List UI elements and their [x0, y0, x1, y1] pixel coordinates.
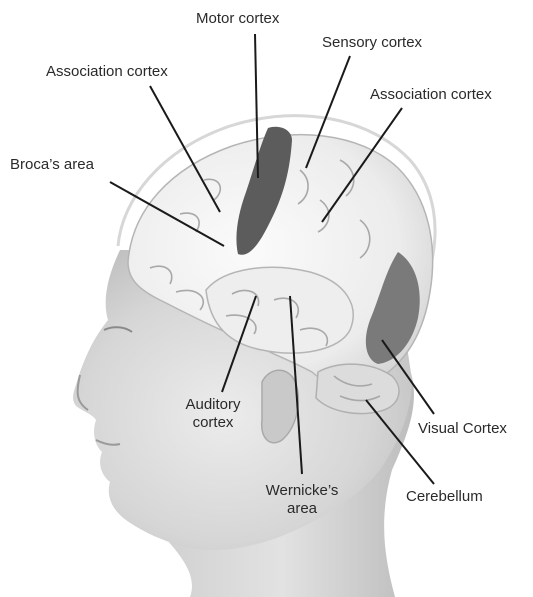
association-cortex-left-label: Association cortex: [46, 63, 168, 81]
wernickes-area-label-line2: area: [252, 500, 352, 518]
brocas-area-label: Broca’s area: [10, 156, 94, 174]
wernickes-area-label-line1: Wernicke’s: [252, 482, 352, 500]
sensory-cortex-label: Sensory cortex: [322, 34, 422, 52]
auditory-cortex-label-line1: Auditory: [168, 396, 258, 414]
cerebellum-label: Cerebellum: [406, 488, 483, 506]
wernickes-area-label: Wernicke’s area: [252, 482, 352, 518]
auditory-cortex-label: Auditory cortex: [168, 396, 258, 432]
association-cortex-right-label: Association cortex: [370, 86, 492, 104]
visual-cortex-label: Visual Cortex: [418, 420, 507, 438]
auditory-cortex-label-line2: cortex: [168, 414, 258, 432]
motor-cortex-label: Motor cortex: [196, 10, 279, 28]
